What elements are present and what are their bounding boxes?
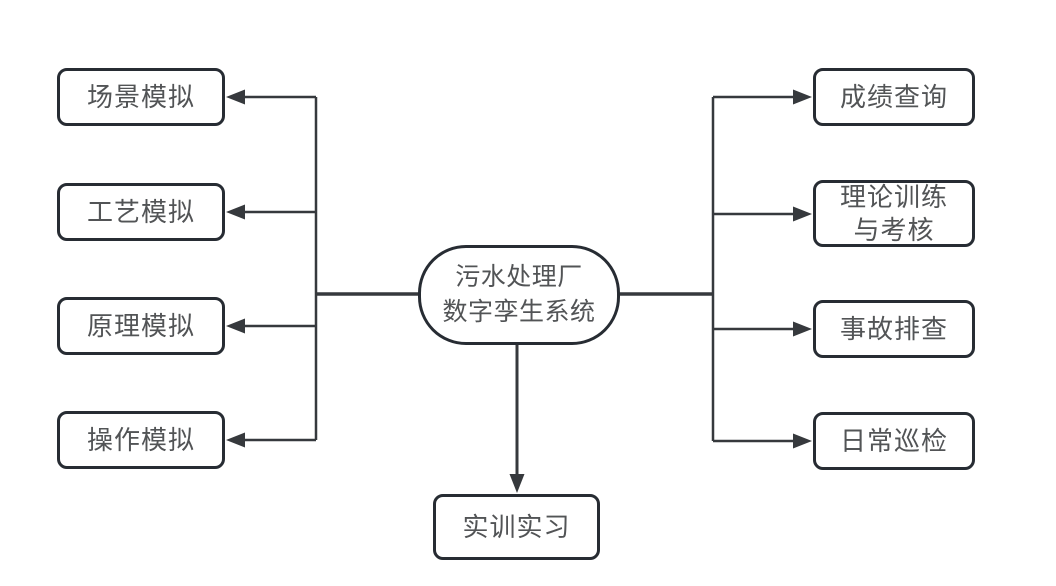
node-label: 成绩查询 — [839, 81, 948, 112]
bottom-arrowhead — [509, 474, 525, 493]
node-daily-inspection: 日常巡检 — [813, 412, 975, 470]
node-label: 实训实习 — [462, 511, 571, 542]
node-score-query: 成绩查询 — [813, 68, 975, 126]
node-scenario-simulation: 场景模拟 — [57, 68, 225, 126]
left-arrowhead-1 — [226, 89, 245, 105]
node-operation-simulation: 操作模拟 — [57, 411, 225, 469]
left-arrowhead-2 — [226, 204, 245, 220]
right-arrowhead-2 — [793, 206, 812, 222]
node-process-simulation: 工艺模拟 — [57, 183, 225, 241]
node-label: 场景模拟 — [86, 81, 195, 112]
node-label: 操作模拟 — [86, 424, 195, 455]
node-label: 原理模拟 — [86, 310, 195, 341]
node-label: 工艺模拟 — [86, 196, 195, 227]
right-arrowhead-3 — [793, 321, 812, 337]
left-arrowhead-3 — [226, 318, 245, 334]
node-principle-simulation: 原理模拟 — [57, 297, 225, 355]
node-label: 日常巡检 — [839, 425, 948, 456]
right-arrowhead-4 — [793, 433, 812, 449]
node-accident-troubleshooting: 事故排查 — [813, 300, 975, 358]
node-theory-training-assessment: 理论训练 与考核 — [813, 180, 975, 247]
node-label: 事故排查 — [839, 313, 948, 344]
right-arrowhead-1 — [793, 89, 812, 105]
node-practical-training: 实训实习 — [433, 494, 600, 560]
node-center-digital-twin-system: 污水处理厂 数字孪生系统 — [418, 245, 620, 345]
node-label: 理论训练 与考核 — [839, 181, 948, 245]
center-node-label: 污水处理厂 数字孪生系统 — [442, 263, 596, 326]
left-arrowhead-4 — [226, 432, 245, 448]
